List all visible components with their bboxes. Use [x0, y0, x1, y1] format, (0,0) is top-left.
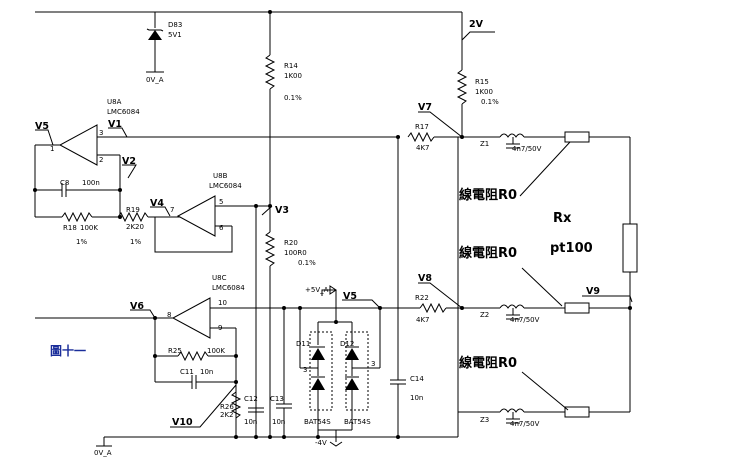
u8b-pin5: 5 [219, 198, 223, 206]
r26-value: 2K2 [220, 411, 234, 419]
d11-part: BAT54S [304, 418, 331, 426]
r20-ref: R20 [284, 239, 298, 247]
wire-resistance-label-1: 線電阻R0 [459, 187, 517, 203]
node-v8-label: V8 [418, 273, 432, 284]
u8a-ref: U8A [107, 98, 122, 106]
r15-value: 1K00 [475, 88, 493, 96]
wire-resistance-label-2: 線電阻R0 [459, 245, 517, 261]
resistor-r15 [456, 40, 468, 137]
zener-d83 [146, 12, 164, 73]
node-v3-label: V3 [275, 205, 289, 216]
resistors-r17-r22 [407, 131, 500, 314]
u8a-pin3: 3 [99, 129, 103, 137]
r18-tol: 1% [76, 238, 87, 246]
r18-value: 100K [80, 224, 98, 232]
r19-ref: R19 [126, 206, 140, 214]
bottom-rail [96, 412, 459, 447]
resistor-r20 [264, 231, 276, 437]
u8b-ref: U8B [213, 172, 228, 180]
r17-ref: R17 [415, 123, 429, 131]
z2-value: 4n7/50V [510, 316, 540, 324]
gnd-top-label: 0V_A [146, 76, 164, 84]
r15-ref: R15 [475, 78, 489, 86]
node-v10-label: V10 [172, 417, 193, 428]
d11-pin3: 3 [303, 366, 307, 374]
wire-resistance-label-3: 線電阻R0 [459, 355, 517, 371]
u8c-part: LMC6084 [212, 284, 245, 292]
node-v5-label-mid: V5 [343, 291, 357, 302]
u8c-pin9: 9 [218, 324, 222, 332]
r19-tol: 1% [130, 238, 141, 246]
cap-c14 [390, 135, 406, 437]
top-rail [35, 10, 495, 42]
c12-ref: C12 [244, 395, 258, 403]
d83-value: 5V1 [168, 31, 182, 39]
z3-ref: Z3 [480, 416, 489, 424]
u8c-ref: U8C [212, 274, 227, 282]
plus5v-label: +5V_A [305, 286, 329, 294]
c14-ref: C14 [410, 375, 424, 383]
c11-value: 10n [200, 368, 213, 376]
r26-ref: R26 [220, 403, 234, 411]
r19-value: 2K20 [126, 223, 144, 231]
node-2v-label: 2V [469, 19, 484, 30]
u8c-pin8: 8 [167, 311, 171, 319]
u8c-pin10: 10 [218, 299, 227, 307]
r22-ref: R22 [415, 294, 429, 302]
gnd-bottom-label: 0V_A [94, 449, 112, 457]
c13-value: 10n [272, 418, 285, 426]
c8-value: 100n [82, 179, 100, 187]
node-v5-label-left: V5 [35, 121, 49, 132]
minus4v-label: -4V [315, 439, 327, 447]
z1-ref: Z1 [480, 140, 489, 148]
u8b-part: LMC6084 [209, 182, 242, 190]
caps-c12-c13 [248, 306, 292, 437]
node-v6-label: V6 [130, 301, 144, 312]
r18-ref: R18 [63, 224, 77, 232]
d11-ref: D11 [296, 340, 310, 348]
node-v4-label: V4 [150, 198, 164, 209]
filter-network [457, 131, 638, 424]
c13-ref: C13 [270, 395, 284, 403]
c14-value: 10n [410, 394, 423, 402]
r22-value: 4K7 [416, 316, 430, 324]
r14-tol: 0.1% [284, 94, 302, 102]
u8a-pin2: 2 [99, 156, 103, 164]
opamp-u8c [35, 297, 420, 437]
z3-value: 4n7/50V [510, 420, 540, 428]
r14-value: 1K00 [284, 72, 302, 80]
z1-value: 4n7/50V [512, 145, 542, 153]
z2-ref: Z2 [480, 311, 489, 319]
node-v9-label: V9 [586, 286, 600, 297]
c11-ref: C11 [180, 368, 194, 376]
r14-ref: R14 [284, 62, 298, 70]
node-v1-label: V1 [108, 119, 122, 130]
r25-ref: R25 [168, 347, 182, 355]
r25-value: 100K [207, 347, 225, 355]
opamp-u8b [154, 195, 272, 425]
d12-part: BAT54S [344, 418, 371, 426]
node-v7-label: V7 [418, 102, 432, 113]
u8a-part: LMC6084 [107, 108, 140, 116]
c12-value: 10n [244, 418, 257, 426]
r20-tol: 0.1% [298, 259, 316, 267]
u8b-pin6: 6 [219, 224, 224, 232]
node-v2-label: V2 [122, 156, 136, 167]
u8b-pin7: 7 [170, 206, 174, 214]
r20-value: 100R0 [284, 249, 307, 257]
d83-ref: D83 [168, 21, 182, 29]
clamp-diodes [298, 285, 382, 447]
d12-ref: D12 [340, 340, 354, 348]
d12-pin3: 3 [371, 360, 375, 368]
r15-tol: 0.1% [481, 98, 499, 106]
figure-label: 圖十一 [50, 343, 86, 358]
c8-ref: C8 [60, 179, 69, 187]
u8a-pin1: 1 [50, 145, 54, 153]
rx-label: Rx [553, 211, 572, 226]
pt100-label: pt100 [550, 241, 593, 256]
resistor-r14 [264, 12, 276, 232]
r17-value: 4K7 [416, 144, 430, 152]
